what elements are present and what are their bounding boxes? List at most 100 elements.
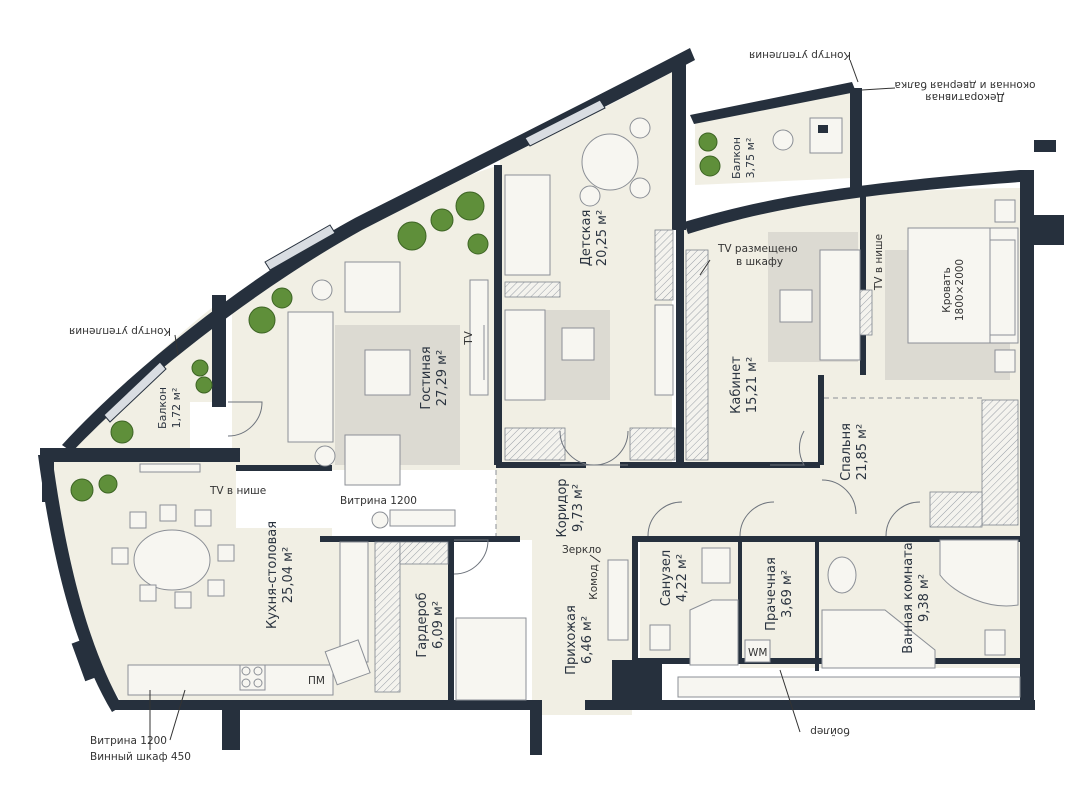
tv-niche-bedroom-text: TV в нише — [873, 234, 885, 291]
bedroom-area: 21,85 м² — [855, 424, 870, 480]
facade-window-2 — [264, 224, 336, 271]
bath-shower — [821, 609, 936, 669]
plant — [271, 287, 293, 309]
kitchen-area: 25,04 м² — [281, 547, 296, 603]
leaders — [149, 59, 896, 750]
cabinet-bedroom-wall-top — [860, 195, 866, 375]
kids-bottom-cabinet-2 — [629, 427, 676, 461]
bottom-wall-left — [112, 700, 532, 710]
kids-door-2 — [593, 430, 629, 466]
laundry-bath-wall — [815, 536, 819, 671]
plant — [698, 132, 718, 152]
laundry-machine — [744, 639, 771, 663]
wine-cabinet: Винный шкаф 450 — [90, 751, 191, 763]
furniture — [111, 117, 1021, 701]
balcony-top-label: Балкон 3,75 м² — [730, 137, 757, 179]
baths-top-wall — [632, 536, 1022, 542]
balcony-top-right-wall — [850, 88, 862, 188]
balcony-top-area: 3,75 м² — [744, 138, 757, 179]
plant — [70, 478, 94, 502]
kids-chair — [629, 177, 651, 199]
bath-door — [885, 501, 921, 537]
boiler-note: бойлер — [810, 725, 850, 737]
dashed-lines — [495, 397, 985, 536]
insulation-left-text: Контур утепления — [69, 325, 171, 337]
vitrina-cabinet — [389, 509, 456, 527]
vitrina-bottom: Витрина 1200 — [90, 735, 167, 747]
komod-text: Комод — [588, 564, 600, 599]
komod-note: Комод — [588, 564, 600, 599]
kitchen-island — [324, 639, 371, 686]
kitchen-counter-bottom — [127, 664, 334, 696]
top-right-wall — [684, 170, 1020, 234]
kids-table-top — [561, 327, 595, 361]
wardrobe-label: Гардероб 6,09 м² — [415, 592, 446, 657]
wardrobe-right-wall — [448, 540, 454, 705]
vitrina-mid: Витрина 1200 — [340, 495, 417, 507]
pm-label: ПМ — [308, 675, 325, 687]
living-left-wall — [212, 295, 226, 407]
plant — [455, 191, 485, 221]
dining-chair — [217, 544, 235, 562]
bottom-wall-right — [585, 700, 1035, 710]
plant — [248, 306, 276, 334]
hob-burner — [253, 666, 263, 676]
boiler-text: бойлер — [810, 725, 850, 737]
plants — [70, 132, 721, 502]
living-kids-wall — [494, 165, 502, 465]
laundry-door — [739, 501, 775, 537]
doors — [227, 401, 921, 575]
hall-column — [455, 617, 527, 701]
dining-chair — [174, 591, 192, 609]
right-wall-notch-2 — [1034, 140, 1056, 152]
kids-door — [559, 430, 595, 466]
dining-chair — [129, 511, 147, 529]
decor-beam-text-2: оконная и дверная балка — [894, 79, 1035, 91]
bed-text-1: Кровать — [941, 267, 953, 312]
balcony-laptop — [818, 125, 828, 133]
wc-label: Санузел 4,22 м² — [659, 550, 690, 606]
leader-insulation-left — [174, 334, 179, 356]
cabinet-right-shelf — [859, 289, 873, 336]
living-sofa-left — [287, 311, 334, 443]
dining-chair — [111, 547, 129, 565]
side-table — [314, 445, 336, 467]
hall-label: Прихожая 6,46 м² — [564, 605, 595, 675]
leader-mirror — [589, 554, 601, 563]
kids-area: 20,25 м² — [595, 210, 610, 266]
facade-window-1 — [103, 361, 167, 423]
facade-window-3 — [524, 99, 606, 147]
decor-beam-text-1: Декоративная — [925, 91, 1004, 103]
cabinet-table — [779, 289, 813, 323]
bath-name: Ванная комната — [901, 542, 916, 653]
kids-bed — [504, 174, 551, 276]
kids-label: Детская 20,25 м² — [579, 210, 610, 267]
kids-sofa — [504, 309, 546, 401]
cabinet-sofa — [819, 249, 861, 361]
plant — [191, 359, 209, 377]
bath-label: Ванная комната 9,38 м² — [901, 542, 932, 653]
bath-area: 9,38 м² — [917, 574, 932, 622]
mirror: Зеркло — [562, 544, 601, 556]
kitchen-outer-pillar-1 — [42, 462, 54, 502]
wardrobe-door — [453, 539, 489, 575]
nightstand — [994, 199, 1016, 223]
plant — [195, 376, 213, 394]
hob-burner — [241, 678, 251, 688]
dining-chair — [194, 509, 212, 527]
balcony-top-name: Балкон — [730, 137, 743, 179]
bed-pillow-area — [989, 239, 1016, 336]
hall-name: Прихожая — [564, 605, 579, 675]
kids-right-wall-lower — [676, 230, 684, 465]
hob-burner — [241, 666, 251, 676]
hall-area: 6,46 м² — [580, 616, 595, 664]
tv-living-note: TV — [463, 330, 475, 345]
plant — [467, 233, 489, 255]
leader-boiler — [779, 669, 801, 733]
leader-insulation-top — [849, 59, 859, 83]
kitchen-door — [227, 401, 263, 437]
corridor-bottom-wall — [320, 536, 520, 542]
plant — [397, 221, 427, 251]
living-coffee-table — [364, 349, 411, 396]
balcony-small-area: 1,72 м² — [170, 388, 183, 429]
